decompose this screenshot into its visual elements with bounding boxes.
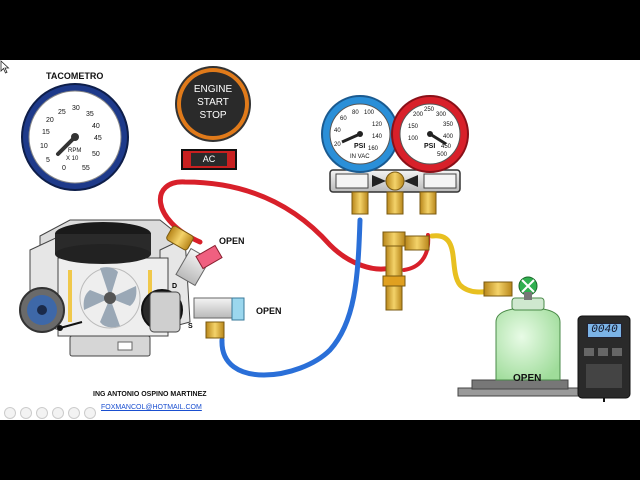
low-gauge-ticks: 20 40 60 80 100 120 140 160 PSI IN VAC bbox=[334, 110, 383, 160]
ac-button-label: AC bbox=[191, 153, 227, 166]
low-side-valve-label[interactable]: OPEN bbox=[256, 306, 282, 316]
tacho-tick: 50 bbox=[92, 151, 100, 158]
tacho-tick: 35 bbox=[86, 111, 94, 118]
diagram-canvas: D S bbox=[19, 83, 631, 402]
low-side-hose bbox=[219, 217, 363, 378]
high-gauge-tick: 250 bbox=[424, 107, 435, 113]
high-gauge-tick: 200 bbox=[413, 112, 424, 118]
high-gauge-tick: 150 bbox=[408, 124, 419, 130]
author-credit: ING ANTONIO OSPINO MARTINEZ bbox=[93, 391, 207, 398]
engine-button-line2: START bbox=[197, 97, 229, 108]
low-side-coupler bbox=[193, 297, 245, 339]
low-gauge-tick: 80 bbox=[352, 110, 359, 116]
low-gauge-tick: 40 bbox=[334, 128, 341, 134]
tacho-unit: RPM bbox=[68, 148, 81, 154]
zoom-icon[interactable] bbox=[68, 407, 80, 419]
high-gauge-tick: 300 bbox=[436, 112, 447, 118]
suction-port-label: S bbox=[188, 323, 193, 330]
high-gauge-tick: 450 bbox=[441, 144, 452, 150]
compressor: D S bbox=[149, 283, 193, 333]
tachometer bbox=[21, 83, 129, 191]
tacho-tick: 40 bbox=[92, 123, 100, 130]
author-email-link[interactable]: FOXMANCOL@HOTMAIL.COM bbox=[101, 404, 202, 411]
tachometer-title: TACOMETRO bbox=[46, 71, 104, 81]
forward-icon[interactable] bbox=[20, 407, 32, 419]
low-gauge-tick: 160 bbox=[368, 146, 379, 152]
scale-display: 0040 bbox=[587, 323, 622, 338]
diagram-stage: D S bbox=[0, 60, 640, 420]
low-gauge-vac: IN VAC bbox=[350, 154, 370, 160]
manifold-body bbox=[329, 169, 461, 311]
pen-icon[interactable] bbox=[36, 407, 48, 419]
high-gauge-ticks: 200 250 300 350 400 450 500 150 100 PSI bbox=[408, 107, 454, 158]
tacho-tick: 20 bbox=[46, 117, 54, 124]
high-gauge-unit: PSI bbox=[424, 143, 435, 150]
ac-button[interactable]: AC bbox=[181, 149, 237, 170]
high-side-coupler bbox=[166, 225, 223, 287]
refrigerant-tank bbox=[457, 276, 581, 397]
more-icon[interactable] bbox=[84, 407, 96, 419]
engine-button-line3: STOP bbox=[199, 110, 227, 121]
low-pressure-gauge bbox=[321, 95, 399, 173]
engine-block bbox=[19, 219, 191, 357]
tacho-tick: 5 bbox=[46, 157, 50, 164]
low-gauge-tick: 120 bbox=[372, 122, 383, 128]
tacho-tick: 0 bbox=[62, 165, 66, 172]
tachometer-ticks: 0 5 10 15 20 25 30 35 40 45 50 55 RPM X … bbox=[40, 105, 102, 172]
link-icon[interactable] bbox=[52, 407, 64, 419]
high-pressure-gauge bbox=[391, 95, 469, 173]
tacho-multiplier: X 10 bbox=[66, 156, 79, 162]
high-gauge-tick: 500 bbox=[437, 152, 448, 158]
slide-toolbar bbox=[4, 407, 96, 419]
engine-button-label: ENGINE START STOP bbox=[177, 83, 249, 122]
high-gauge-tick: 350 bbox=[443, 122, 454, 128]
high-side-hose bbox=[158, 179, 393, 272]
low-gauge-tick: 100 bbox=[364, 110, 375, 116]
tacho-tick: 25 bbox=[58, 109, 66, 116]
discharge-port-label: D bbox=[172, 283, 177, 290]
tacho-tick: 55 bbox=[82, 165, 90, 172]
high-side-valve-label[interactable]: OPEN bbox=[219, 236, 245, 246]
mouse-cursor-icon bbox=[0, 60, 10, 74]
tacho-tick: 15 bbox=[42, 129, 50, 136]
high-gauge-tick: 100 bbox=[408, 136, 419, 142]
tacho-tick: 45 bbox=[94, 135, 102, 142]
high-gauge-tick: 400 bbox=[443, 134, 454, 140]
low-gauge-unit: PSI bbox=[354, 143, 365, 150]
low-gauge-tick: 60 bbox=[340, 116, 347, 122]
low-gauge-tick: 140 bbox=[372, 134, 383, 140]
engine-button-line1: ENGINE bbox=[193, 84, 233, 95]
back-icon[interactable] bbox=[4, 407, 16, 419]
engine-start-stop-button[interactable]: ENGINE START STOP bbox=[177, 68, 249, 140]
tank-valve-label[interactable]: OPEN bbox=[513, 373, 542, 384]
tacho-tick: 10 bbox=[40, 143, 48, 150]
tacho-tick: 30 bbox=[72, 105, 80, 112]
low-gauge-tick: 20 bbox=[334, 142, 341, 148]
